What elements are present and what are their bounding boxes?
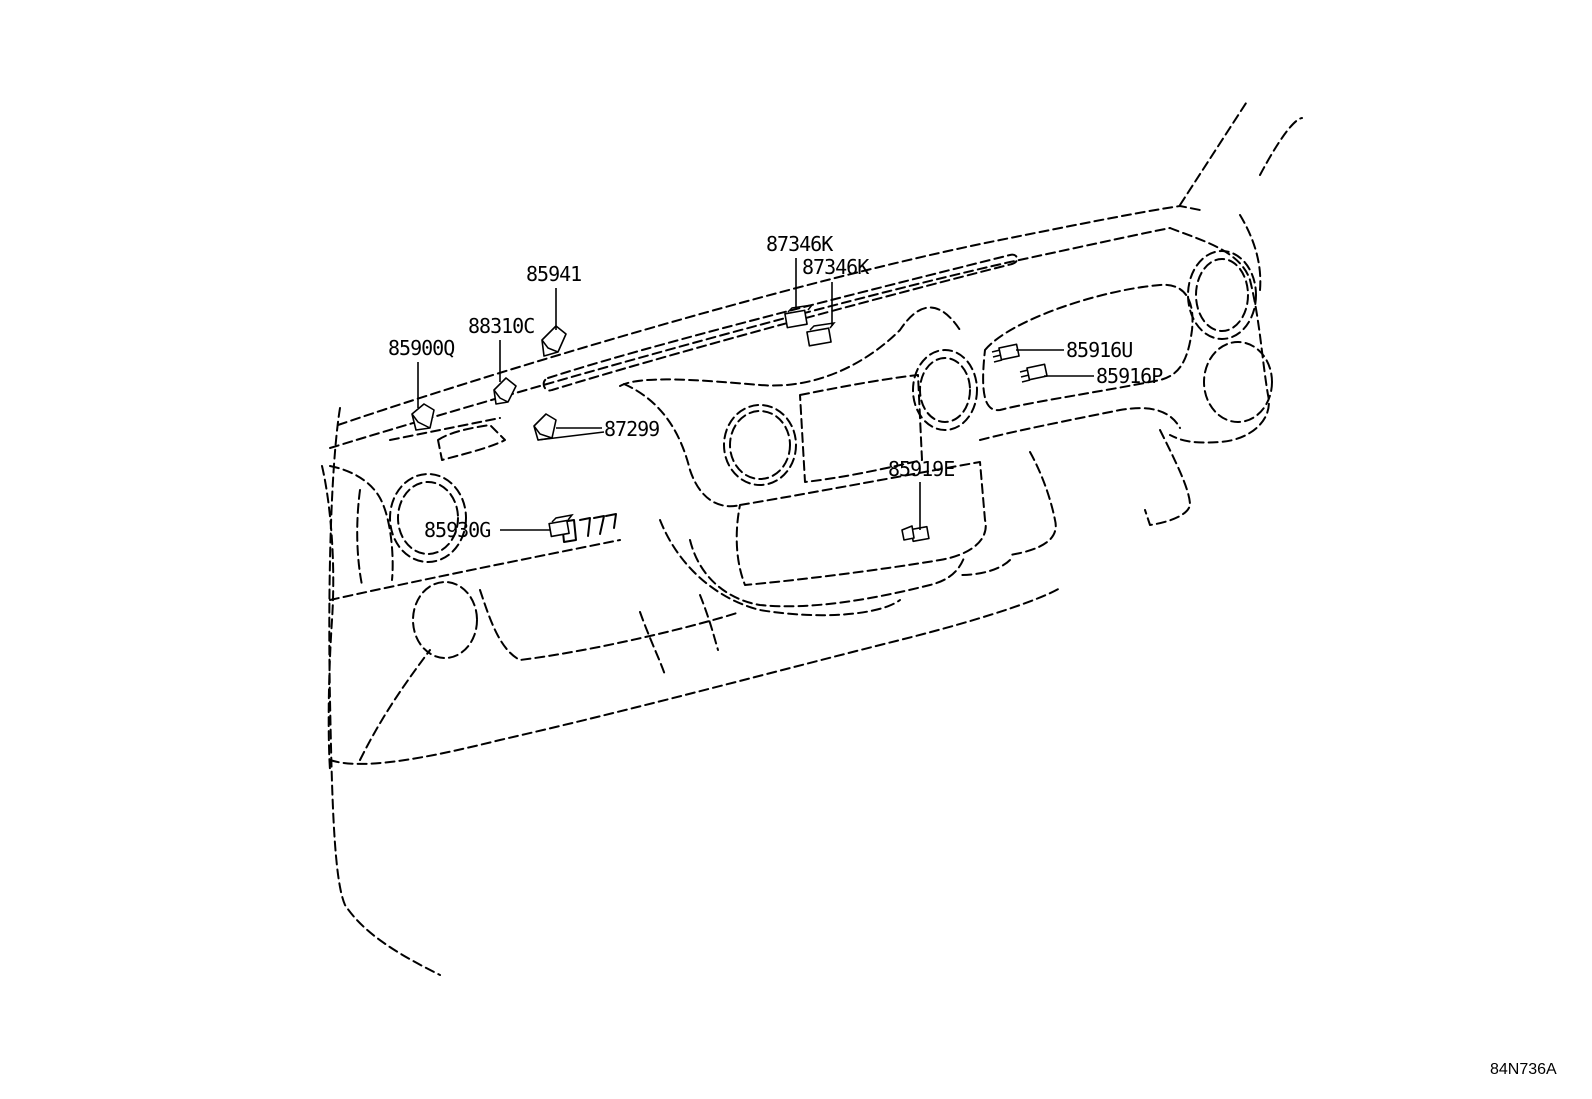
label-85941[interactable]: 85941 bbox=[526, 262, 582, 286]
label-85930g[interactable]: 85930G bbox=[424, 518, 491, 542]
part-85916u[interactable] bbox=[991, 343, 1020, 363]
part-85930g[interactable] bbox=[548, 513, 574, 538]
part-87346k-a[interactable] bbox=[784, 303, 814, 329]
part-87299[interactable] bbox=[533, 413, 557, 441]
dashboard-outline bbox=[321, 99, 1303, 976]
label-85900q[interactable]: 85900Q bbox=[388, 336, 455, 360]
figure-reference: 84N736A bbox=[1490, 1061, 1557, 1078]
part-85941[interactable] bbox=[541, 325, 567, 357]
label-87346k-a[interactable]: 87346K bbox=[766, 232, 834, 256]
label-87346k-b[interactable]: 87346K bbox=[802, 255, 870, 279]
label-85916p[interactable]: 85916P bbox=[1096, 364, 1164, 388]
switch-louvres bbox=[561, 513, 617, 543]
part-85900q[interactable] bbox=[411, 403, 435, 431]
part-85916p[interactable] bbox=[1019, 363, 1048, 383]
label-87299[interactable]: 87299 bbox=[604, 417, 660, 441]
label-88310c[interactable]: 88310C bbox=[468, 314, 535, 338]
label-85919e[interactable]: 85919E bbox=[888, 457, 955, 481]
part-87346k-b[interactable] bbox=[806, 321, 836, 347]
label-85916u[interactable]: 85916U bbox=[1066, 338, 1133, 362]
part-88310c[interactable] bbox=[493, 377, 517, 405]
leader-lines bbox=[417, 258, 1094, 531]
part-labels: 87346K 87346K 85941 88310C 85900Q 87299 … bbox=[388, 232, 1164, 542]
part-85919e[interactable] bbox=[901, 525, 930, 543]
